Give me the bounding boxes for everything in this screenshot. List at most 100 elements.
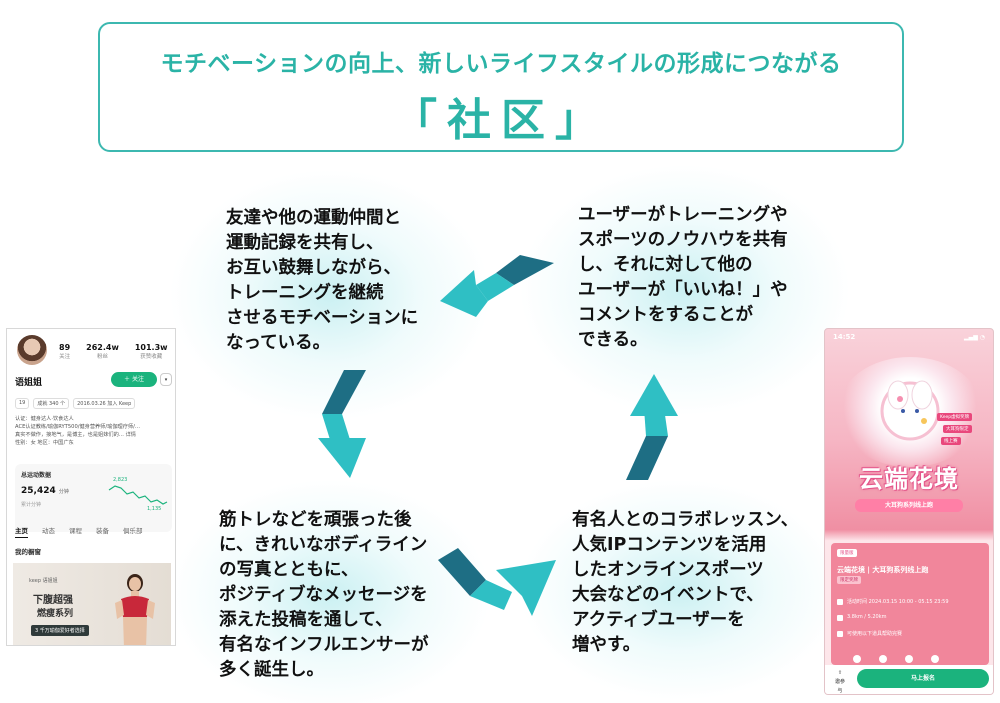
text-line: 添えた投稿を通して、: [219, 610, 393, 630]
text-top-right: ユーザーがトレーニングや スポーツのノウハウを共有 し、それに対して他の ユーザ…: [578, 203, 788, 353]
promo-tag: 线上赛: [941, 437, 961, 445]
event-logo-text: 云端花境: [859, 465, 959, 493]
banner-brand: keep 语姐姐: [29, 578, 58, 584]
prop-icon: [905, 655, 913, 663]
trainer-figure: [115, 574, 155, 645]
share-button: ⇪邀参与: [834, 670, 845, 694]
glow-bottom-left: [170, 480, 490, 703]
tab-home: 主页: [15, 525, 28, 538]
main-title: 「社区」: [393, 95, 609, 146]
signal-icon: ▂▄▆ ◔: [964, 334, 985, 341]
text-line: したオンラインスポーツ: [572, 560, 764, 580]
profile-tag: 2016.03.26 加入 Keep: [73, 398, 136, 409]
arrow-left-down-icon: [318, 370, 366, 478]
profile-tag: 19: [15, 398, 30, 409]
event-distance: 3.8km / 5.20km: [847, 614, 887, 620]
text-line: に、きれいなボディライン: [219, 535, 428, 555]
text-line: アクティブユーザーを: [572, 610, 745, 630]
profile-tabs: 主页 动态 课程 装备 俱乐部: [15, 525, 143, 538]
text-line: させるモチベーションに: [226, 308, 419, 328]
card-number: 25,424: [21, 486, 56, 496]
text-line: 多く誕生し。: [219, 660, 324, 680]
event-name: 云端花境 | 大耳狗系列线上跑: [837, 566, 929, 574]
profile-bio: 认证：健身达人·饮食达人 ACE认证教练/瑜伽RYT500/健身营养师/瑜伽理疗…: [15, 415, 173, 447]
prop-icons: [853, 655, 939, 663]
arrow-right-up-icon: [626, 374, 678, 480]
arrow-bottom-right-icon: [438, 548, 556, 616]
text-line: 筋トレなどを頑張った後: [219, 510, 412, 530]
event-info-panel: 限量版 云端花境 | 大耳狗系列线上跑 限定奖牌 活动时间 2024.03.15…: [831, 543, 989, 665]
avatar: [17, 335, 47, 365]
prop-icon: [879, 655, 887, 663]
chart-label: 2,823: [113, 477, 127, 483]
banner-title-1: 下腹超强: [33, 595, 73, 606]
text-line: トレーニングを継続: [226, 283, 384, 303]
card-unit: 分钟: [58, 489, 69, 495]
text-top-left: 友達や他の運動仲間と 運動記録を共有し、 お互い鼓舞しながら、 トレーニングを継…: [226, 206, 418, 356]
card-value: 25,424 分钟: [21, 486, 69, 496]
text-line: し、それに対して他の: [578, 255, 753, 275]
status-time: 14:52: [833, 333, 856, 341]
text-line: お互い鼓舞しながら、: [226, 258, 401, 278]
profile-name: 语姐姐: [15, 378, 43, 388]
bio-line: 真实不做作，接地气，是博主，也是姐妹们的… 详情: [15, 432, 136, 438]
subtitle: モチベーションの向上、新しいライフスタイルの形成につながる: [160, 51, 842, 77]
stat-likes: 101.3w 获赞收藏: [135, 343, 168, 360]
card-sub: 累计分钟: [21, 502, 42, 508]
event-note: 可使用以下道具帮助完赛: [847, 631, 903, 637]
event-chip: 限定奖牌: [837, 576, 861, 584]
card-title: 总运动数据: [21, 472, 52, 479]
tab-gear: 装备: [96, 527, 109, 535]
arrow-top-left-icon: [440, 255, 554, 317]
signup-button: 马上报名: [857, 669, 989, 688]
text-line: なっている。: [226, 333, 331, 353]
course-banner: keep 语姐姐 下腹超强 燃瘦系列 3 千万瑜伽爱好者选择: [13, 563, 171, 645]
text-line: 増やす。: [572, 635, 641, 655]
event-ribbon: 大耳狗系列线上跑: [855, 499, 963, 512]
profile-tags: 19 成就 340 个 2016.03.26 加入 Keep: [15, 398, 136, 409]
distance-icon: [837, 615, 843, 621]
bottom-bar: ⇪邀参与 马上报名: [825, 665, 993, 694]
text-bottom-right: 有名人とのコラボレッスン、 人気IPコンテンツを活用 したオンラインスポーツ 大…: [572, 508, 798, 658]
stat-label: 获赞收藏: [140, 354, 163, 360]
stat-value: 101.3w: [134, 343, 168, 352]
event-time: 活动时间 2024.03.15 10:00 - 05.15 23:59: [847, 599, 949, 605]
text-line: ユーザーがトレーニングや: [578, 205, 788, 225]
text-line: できる。: [578, 330, 648, 350]
medal-icon: [880, 380, 940, 441]
tab-feed: 动态: [42, 527, 55, 535]
text-line: の写真とともに、: [219, 560, 359, 580]
tab-courses: 课程: [69, 527, 82, 535]
info-icon: [837, 631, 843, 637]
promo-tag: Keep虚拟奖牌: [937, 413, 973, 421]
tab-club: 俱乐部: [123, 527, 143, 535]
right-phone-screenshot: 14:52 ▂▄▆ ◔ Keep虚拟奖牌 大耳狗限定 线上赛 云端花境 大耳狗系…: [824, 328, 994, 695]
text-line: ユーザーが「いいね！」や: [578, 280, 788, 300]
text-line: 友達や他の運動仲間と: [226, 208, 401, 228]
glow-top-right: [520, 165, 850, 415]
text-line: 有名なインフルエンサーが: [219, 635, 429, 655]
text-line: 人気IPコンテンツを活用: [572, 535, 767, 555]
calendar-icon: [837, 599, 843, 605]
text-line: 有名人とのコラボレッスン、: [572, 510, 799, 530]
stat-label: 粉丝: [96, 354, 108, 360]
mini-line-chart: 2,823 1,135: [108, 477, 168, 512]
follow-button: ＋ 关注: [111, 372, 157, 387]
banner-title-2: 燃瘦系列: [37, 609, 74, 619]
share-label: 邀参与: [834, 679, 845, 694]
glow-bottom-right: [520, 480, 840, 700]
banner-chip: 3 千万瑜伽爱好者选择: [31, 625, 89, 636]
chart-label: 1,135: [147, 506, 161, 512]
profile-tag: 成就 340 个: [33, 398, 70, 409]
bio-line: 性别：女 地区：中国广东: [15, 440, 74, 446]
text-line: コメントをすることが: [578, 305, 753, 325]
text-line: スポーツのノウハウを共有: [578, 230, 788, 250]
prop-icon: [931, 655, 939, 663]
text-bottom-left: 筋トレなどを頑張った後 に、きれいなボディライン の写真とともに、 ポジティブな…: [219, 508, 428, 683]
chevron-down-icon: ▾: [160, 373, 172, 386]
glow-top-left: [170, 170, 490, 420]
title-box: モチベーションの向上、新しいライフスタイルの形成につながる 「社区」: [98, 22, 904, 152]
bio-line: ACE认证教练/瑜伽RYT500/健身营养师/瑜伽理疗师/…: [15, 424, 141, 430]
